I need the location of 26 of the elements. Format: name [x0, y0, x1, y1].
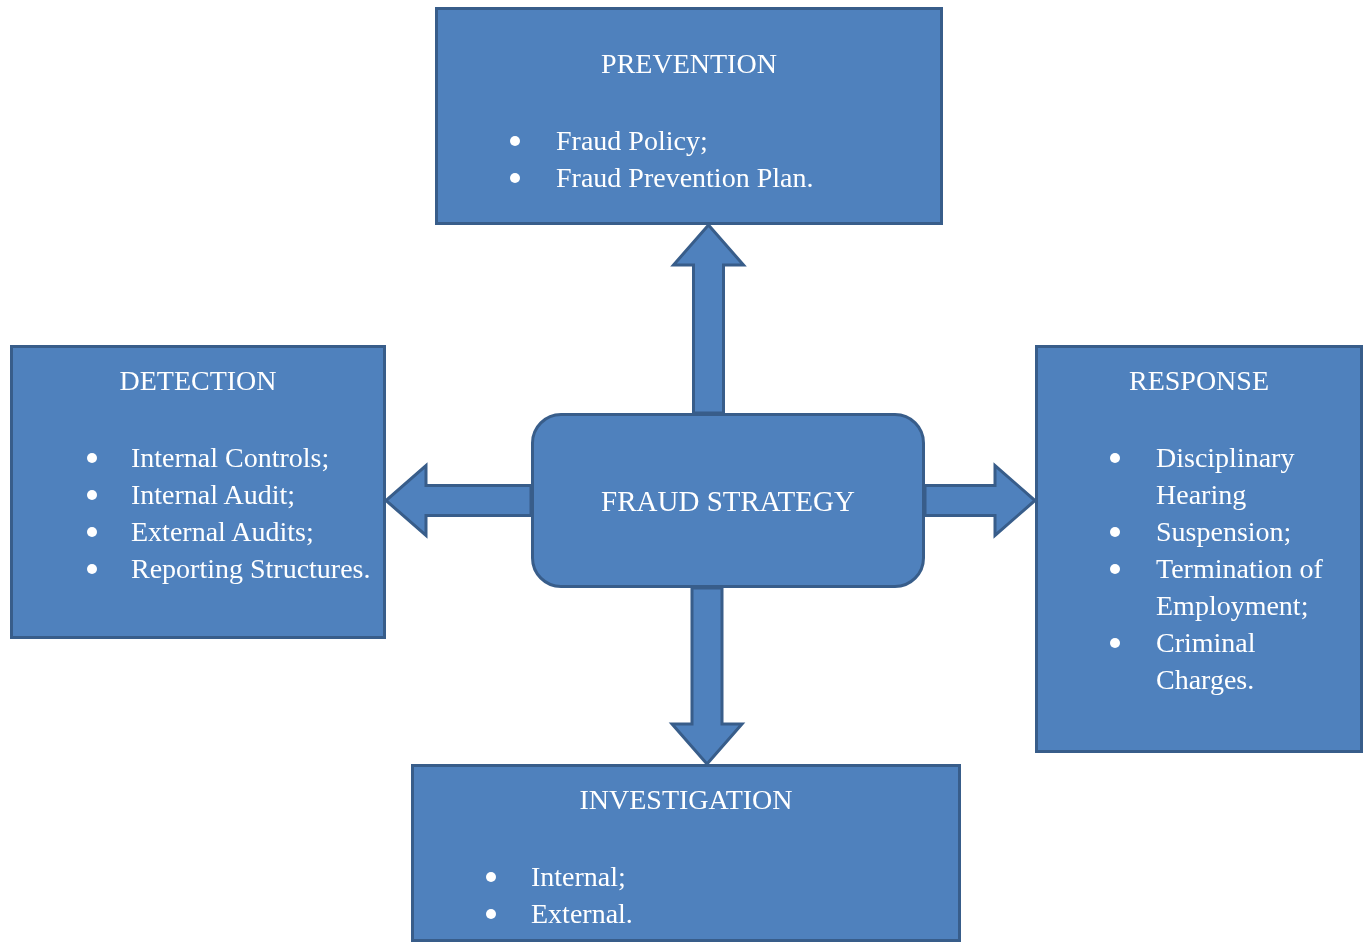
- box-heading: PREVENTION: [601, 47, 777, 81]
- list-item: Suspension;: [1156, 515, 1293, 549]
- list-item: Internal Controls;: [131, 441, 331, 475]
- box-title: FRAUD STRATEGY: [601, 483, 855, 519]
- list-item: External Audits;: [131, 515, 315, 549]
- block-arrow: [923, 462, 1038, 539]
- box-heading: DETECTION: [119, 364, 277, 398]
- category-box: [10, 345, 386, 639]
- box-heading: RESPONSE: [1128, 364, 1269, 398]
- list-item: Fraud Prevention Plan.: [556, 161, 815, 195]
- category-box: [435, 7, 943, 225]
- block-arrow: [670, 222, 747, 415]
- category-box: [1035, 345, 1363, 753]
- list-item: Disciplinary Hearing: [1156, 441, 1296, 512]
- list-item: Internal;: [531, 860, 627, 894]
- block-arrow: [383, 462, 533, 539]
- list-item: Fraud Policy;: [556, 124, 709, 158]
- list-item: Termination of Employment;: [1156, 552, 1324, 623]
- box-heading: INVESTIGATION: [579, 783, 793, 817]
- list-item: Reporting Structures.: [131, 552, 372, 586]
- list-item: Criminal Charges.: [1156, 626, 1257, 697]
- strategy-box: [531, 413, 925, 588]
- block-arrow: [668, 586, 746, 767]
- list-item: External.: [531, 897, 634, 931]
- category-box: [411, 764, 961, 942]
- list-item: Internal Audit;: [131, 478, 297, 512]
